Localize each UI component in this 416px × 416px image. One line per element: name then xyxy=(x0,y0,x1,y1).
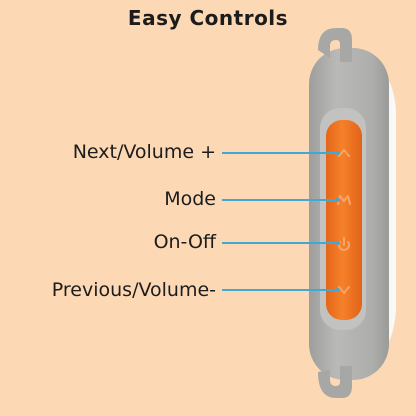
label-mode: Mode xyxy=(164,188,216,210)
leader-line-next xyxy=(222,151,340,155)
label-next-volume-up: Next/Volume + xyxy=(72,141,216,163)
leader-line-mode xyxy=(222,198,340,202)
bottom-loop xyxy=(318,366,352,398)
page-title: Easy Controls xyxy=(127,6,289,30)
leader-line-prev xyxy=(222,288,340,292)
label-on-off: On-Off xyxy=(153,231,216,253)
top-loop xyxy=(318,28,352,62)
chevron-down-icon xyxy=(338,286,350,294)
label-previous-volume-down: Previous/Volume- xyxy=(51,279,216,301)
chevron-up-icon xyxy=(338,149,350,157)
button-strip xyxy=(326,120,362,320)
leader-line-onoff xyxy=(222,241,340,245)
